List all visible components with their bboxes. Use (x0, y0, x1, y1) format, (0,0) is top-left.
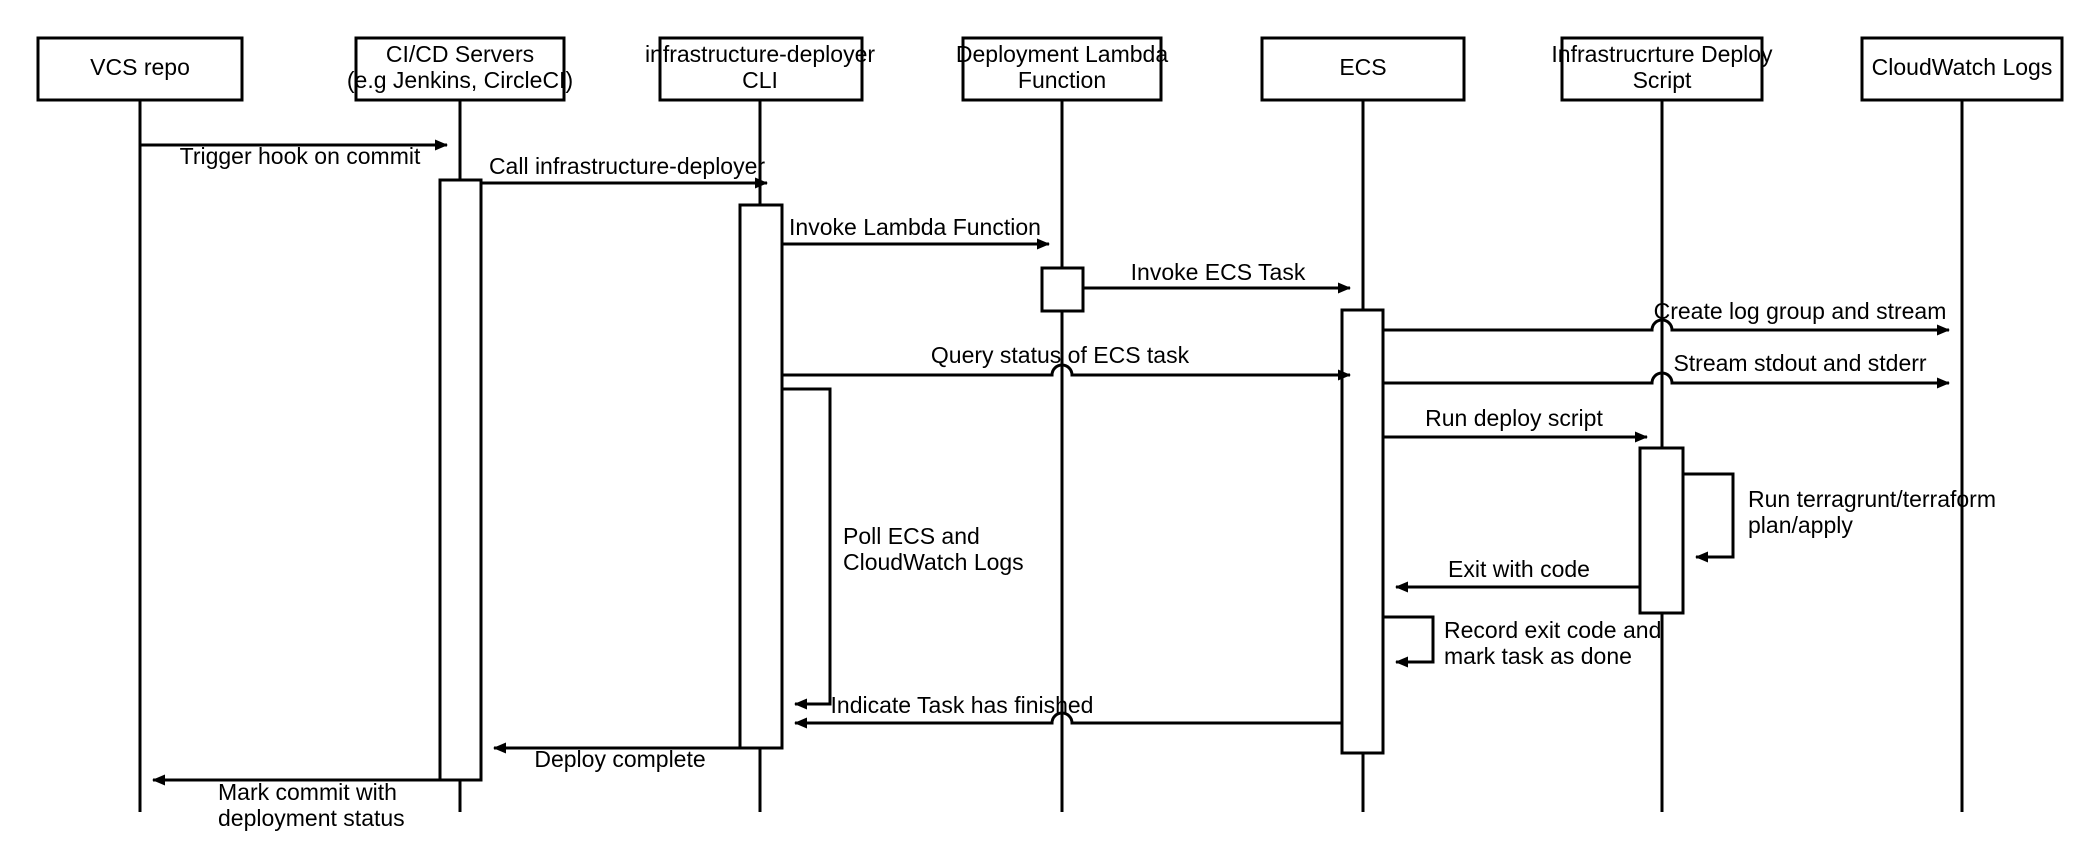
message-arrow-query-status-of-ecs-task (782, 363, 1351, 381)
participant-label-cicd-line2: (e.g Jenkins, CircleCI) (347, 67, 573, 93)
message-label-deploy-complete: Deploy complete (534, 746, 705, 772)
participant-vcs: VCS repo (36, 36, 244, 812)
message-label-poll-ecs-and-cloudwatch-logs-line2: CloudWatch Logs (843, 549, 1024, 575)
participant-label-lambda-line2: Function (1018, 67, 1106, 93)
message-label-trigger-hook-on-commit: Trigger hook on commit (180, 143, 421, 169)
participant-box-lambda (961, 36, 1163, 102)
activation-bar-cicd (438, 178, 483, 782)
message-label-record-exit-code-line2: mark task as done (1444, 643, 1632, 669)
participant-logs: CloudWatch Logs (1860, 36, 2064, 812)
activation-bar-cli (738, 203, 784, 750)
message-arrow-indicate-task-has-finished (794, 711, 1342, 729)
message-label-invoke-lambda-function: Invoke Lambda Function (789, 214, 1041, 240)
activation-bar-lambda (1040, 266, 1085, 313)
activation-bar-ecs (1340, 308, 1385, 755)
participant-box-cli (658, 36, 864, 102)
message-arrow-poll-ecs-and-cloudwatch-logs (782, 387, 832, 710)
participant-label-lambda-line1: Deployment Lambda (956, 41, 1168, 67)
messages-layer (140, 139, 1950, 786)
message-label-poll-ecs-and-cloudwatch-logs-line1: Poll ECS and (843, 523, 980, 549)
participant-cicd: CI/CD Servers(e.g Jenkins, CircleCI) (347, 36, 573, 812)
message-label-mark-commit-line2: deployment status (218, 805, 405, 831)
message-label-call-infrastructure-deployer: Call infrastructure-deployer (489, 153, 765, 179)
message-label-create-log-group-and-stream: Create log group and stream (1654, 298, 1947, 324)
message-label-run-terragrunt-terraform-plan-apply-line1: Run terragrunt/terraform (1748, 486, 1996, 512)
message-arrow-record-exit-code-and-mark-task-as-done (1383, 615, 1435, 668)
message-label-run-terragrunt-terraform-plan-apply-line2: plan/apply (1748, 512, 1853, 538)
message-label-record-exit-code-line1: Record exit code and (1444, 617, 1661, 643)
activation-bars-layer (438, 178, 1685, 782)
participant-label-vcs-line1: VCS repo (90, 54, 190, 80)
participant-label-deploy-line1: Infrastrucrture Deploy (1551, 41, 1773, 67)
message-label-run-deploy-script: Run deploy script (1425, 405, 1603, 431)
message-arrow-stream-stdout-and-stderr (1383, 371, 1950, 389)
activation-bar-deploy-script (1638, 446, 1685, 615)
participant-box-logs (1860, 36, 2064, 102)
participant-label-cli-line1: infrastructure-deployer (645, 41, 875, 67)
participant-box-vcs (36, 36, 244, 102)
participant-label-ecs-line1: ECS (1339, 54, 1386, 80)
participant-label-deploy-line2: Script (1633, 67, 1692, 93)
message-label-invoke-ecs-task: Invoke ECS Task (1131, 259, 1306, 285)
message-label-mark-commit-line1: Mark commit with (218, 779, 397, 805)
message-labels-layer: Trigger hook on commit Call infrastructu… (180, 143, 1996, 831)
message-label-query-status-of-ecs-task: Query status of ECS task (931, 342, 1190, 368)
message-label-indicate-task-has-finished: Indicate Task has finished (831, 692, 1094, 718)
message-arrow-run-terragrunt-terraform-plan-apply (1683, 472, 1735, 563)
participant-label-cli-line2: CLI (742, 67, 778, 93)
message-label-stream-stdout-and-stderr: Stream stdout and stderr (1673, 350, 1926, 376)
participant-label-logs-line1: CloudWatch Logs (1872, 54, 2053, 80)
participants-layer: VCS repo CI/CD Servers(e.g Jenkins, Circl… (36, 36, 2064, 812)
message-label-exit-with-code: Exit with code (1448, 556, 1590, 582)
message-arrow-create-log-group-and-stream (1383, 318, 1950, 336)
participant-label-cicd-line1: CI/CD Servers (386, 41, 534, 67)
participant-box-deploy (1560, 36, 1764, 102)
